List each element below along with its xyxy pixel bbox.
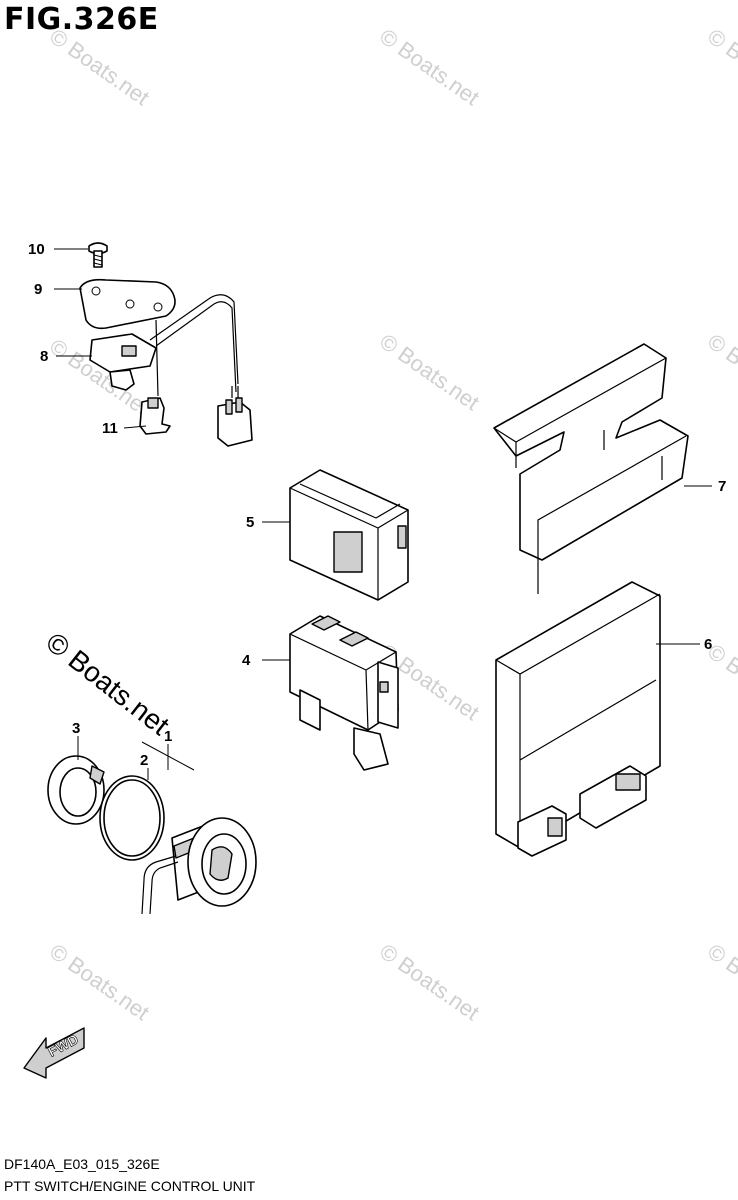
callouts: 10 9 8 11 5 4 7 6 3 2 1	[28, 241, 726, 769]
watermark-large: © Boats.net	[40, 626, 175, 741]
callout-3: 3	[72, 720, 80, 737]
callout-4: 4	[242, 652, 251, 669]
part-3-ring-nut	[47, 755, 105, 825]
figure-title: FIG.326E	[4, 2, 159, 37]
part-8-ptt-switch	[89, 294, 253, 447]
callout-2: 2	[140, 752, 148, 769]
part-7-rubber-boot	[493, 343, 689, 594]
watermark: © Boats.net	[45, 24, 154, 111]
part-9-bracket	[79, 278, 176, 330]
part-11-clip	[139, 397, 171, 435]
watermark: © Boats.net	[703, 939, 738, 1026]
watermark: © Boats.net	[375, 939, 484, 1026]
watermark: © Boats.net	[45, 939, 154, 1026]
part-4-relay-module	[289, 615, 399, 771]
part-2-o-ring	[99, 775, 165, 861]
figure-caption: PTT SWITCH/ENGINE CONTROL UNIT	[4, 1178, 256, 1194]
watermark: © Boats.net	[703, 24, 738, 111]
callout-9: 9	[34, 281, 42, 298]
callout-1: 1	[164, 728, 172, 745]
watermark: © Boats.net	[375, 329, 484, 416]
callout-7: 7	[718, 478, 726, 495]
callout-11: 11	[102, 420, 118, 437]
callout-10: 10	[28, 241, 45, 258]
watermark: © Boats.net	[703, 329, 738, 416]
part-6-ecu	[495, 581, 661, 857]
part-5-cover	[289, 469, 409, 601]
callout-8: 8	[40, 348, 48, 365]
watermark: © Boats.net	[375, 24, 484, 111]
part-1-ptt-switch-assy	[141, 817, 257, 915]
figure-code: DF140A_E03_015_326E	[4, 1156, 160, 1172]
callout-6: 6	[704, 636, 712, 653]
leader-lines	[54, 248, 712, 780]
part-10-screw	[88, 242, 108, 268]
fwd-arrow-icon: FWD	[23, 1027, 85, 1079]
callout-5: 5	[246, 514, 254, 531]
